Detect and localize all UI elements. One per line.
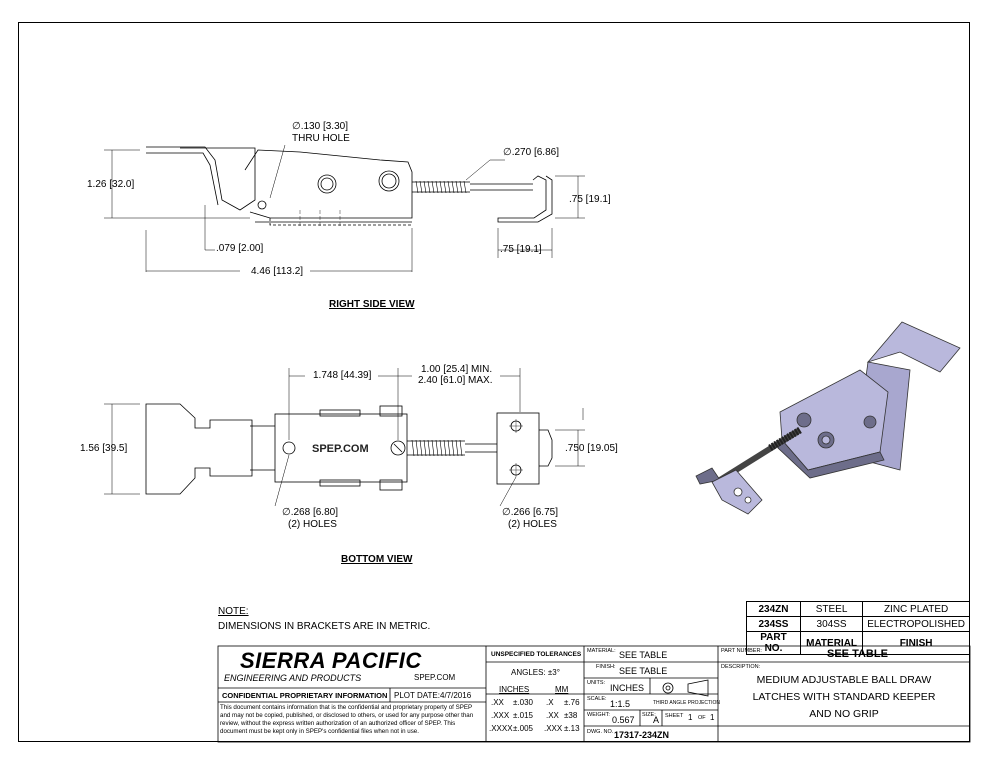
thickness-dim: .079 [2.00]	[216, 243, 264, 254]
tol-in-val-1: ±.015	[513, 711, 533, 720]
tolerances-inches-label: INCHES	[499, 685, 530, 694]
hole-note: THRU HOLE	[292, 133, 350, 144]
note-text: DIMENSIONS IN BRACKETS ARE IN METRIC.	[218, 621, 431, 632]
weight-value: 0.567	[612, 715, 635, 725]
length-dim: 4.46 [113.2]	[251, 266, 304, 277]
size-value: A	[653, 715, 660, 725]
offset-dim: 1.748 [44.39]	[313, 370, 372, 381]
keeper-height-dim: .75 [19.1]	[569, 194, 611, 205]
keeper-width-bottom-dim: .750 [19.05]	[565, 443, 618, 454]
company-subtitle: ENGINEERING AND PRODUCTS	[224, 673, 362, 683]
weight-label: WEIGHT:	[587, 712, 610, 718]
height-dim: 1.26 [32.0]	[87, 179, 135, 190]
scale-value: 1:1.5	[610, 699, 631, 709]
note-heading: NOTE:	[218, 606, 249, 617]
tol-mm-key-0: .X	[546, 698, 554, 707]
tol-mm-val-1: ±38	[564, 711, 578, 720]
reach-max-dim: 2.40 [61.0] MAX.	[418, 375, 493, 386]
confidential-label: CONFIDENTIAL PROPRIETARY INFORMATION	[222, 691, 388, 700]
material-value: SEE TABLE	[619, 650, 668, 660]
keeper-holes-dim: ∅.266 [6.75]	[502, 507, 558, 518]
material-label: MATERIAL:	[587, 648, 616, 654]
description-line-3: AND NO GRIP	[809, 708, 879, 720]
description-line-2: LATCHES WITH STANDARD KEEPER	[752, 691, 936, 703]
projection-label: THIRD ANGLE PROJECTION	[653, 700, 720, 706]
width-dim: 1.56 [39.5]	[80, 443, 128, 454]
material-cell: 304SS	[799, 616, 864, 632]
part-number-label: PART NUMBER:	[721, 648, 762, 654]
right-side-view-title: RIGHT SIDE VIEW	[329, 299, 415, 310]
finish-label: FINISH:	[596, 664, 616, 670]
tol-in-val-0: ±.030	[513, 698, 533, 707]
disclaimer-text: This document contains information that …	[220, 704, 474, 735]
finish-cell: ZINC PLATED	[862, 601, 970, 617]
tol-mm-key-1: .XX	[546, 711, 559, 720]
drawing-frame	[18, 22, 970, 742]
keeper-holes-qty: (2) HOLES	[508, 519, 557, 530]
material-cell: STEEL	[799, 601, 864, 617]
finish-value: SEE TABLE	[619, 666, 668, 676]
part-number-value: SEE TABLE	[827, 648, 888, 660]
tol-in-key-0: .XX	[491, 698, 504, 707]
reach-min-dim: 1.00 [25.4] MIN.	[421, 364, 493, 375]
base-holes-qty: (2) HOLES	[288, 519, 337, 530]
tol-mm-key-2: .XXX	[544, 724, 563, 733]
tol-in-key-2: .XXXX	[489, 724, 513, 733]
sheet-label: SHEET	[665, 713, 684, 719]
scale-label: SCALE:	[587, 696, 607, 702]
header-material: MATERIAL	[799, 631, 864, 655]
of-label: OF	[698, 715, 706, 721]
header-finish: FINISH	[862, 631, 970, 655]
tolerances-title: UNSPECIFIED TOLERANCES	[491, 651, 582, 658]
table-row: 234SS 304SS ELECTROPOLISHED	[746, 616, 970, 632]
company-website: SPEP.COM	[414, 673, 456, 682]
dwg-label: DWG. NO.	[587, 729, 614, 735]
sheet-value: 1	[688, 713, 693, 722]
table-row: 234ZN STEEL ZINC PLATED	[746, 601, 970, 617]
hole-dia-dim: ∅.130 [3.30]	[292, 121, 348, 132]
description-line-1: MEDIUM ADJUSTABLE BALL DRAW	[756, 674, 932, 686]
spep-stamp: SPEP.COM	[312, 443, 369, 455]
rod-dia-dim: ∅.270 [6.86]	[503, 147, 559, 158]
tol-mm-val-2: ±.13	[564, 724, 580, 733]
part-cell: 234ZN	[746, 601, 801, 617]
tolerances-angles: ANGLES: ±3°	[511, 668, 560, 677]
plot-date-value: 4/7/2016	[440, 691, 472, 700]
tol-in-val-2: ±.005	[513, 724, 533, 733]
table-header-row: PART NO. MATERIAL FINISH	[746, 631, 970, 655]
material-table: 234ZN STEEL ZINC PLATED 234SS 304SS ELEC…	[746, 601, 970, 655]
header-part: PART NO.	[746, 631, 801, 655]
base-holes-dim: ∅.268 [6.80]	[282, 507, 338, 518]
size-label: SIZE:	[642, 712, 656, 718]
units-value: INCHES	[610, 683, 645, 693]
tol-in-key-1: .XXX	[491, 711, 510, 720]
plot-date-label: PLOT DATE:	[394, 691, 440, 700]
bottom-view-title: BOTTOM VIEW	[341, 554, 413, 565]
part-cell: 234SS	[746, 616, 801, 632]
finish-cell: ELECTROPOLISHED	[862, 616, 970, 632]
dwg-value: 17317-234ZN	[614, 730, 670, 740]
keeper-width-dim: .75 [19.1]	[500, 244, 542, 255]
units-label: UNITS:	[587, 680, 606, 686]
company-logo: SIERRA PACIFIC	[240, 648, 422, 673]
sheets-value: 1	[710, 713, 715, 722]
description-label: DESCRIPTION:	[721, 664, 761, 670]
tolerances-mm-label: MM	[555, 685, 569, 694]
tol-mm-val-0: ±.76	[564, 698, 580, 707]
